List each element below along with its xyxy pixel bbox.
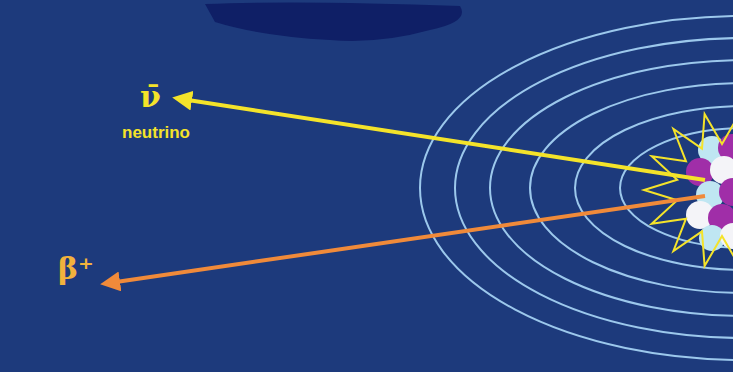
orbits: [420, 16, 733, 360]
nucleus: [686, 134, 733, 251]
symbol-label: β⁺: [58, 254, 94, 284]
burst-star: [644, 114, 733, 266]
dark-blob: [205, 2, 462, 40]
positron-arrow: [116, 196, 705, 282]
particle-name: neutrino: [122, 124, 190, 141]
neutrino-arrow: [188, 100, 705, 180]
symbol-label: ν̄: [140, 82, 161, 112]
